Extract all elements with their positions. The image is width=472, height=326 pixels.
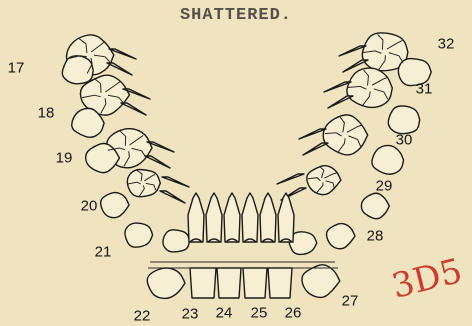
upper-left-root xyxy=(160,191,185,203)
upper-right-root xyxy=(303,143,328,155)
tooth-number-24: 24 xyxy=(216,305,233,322)
upper-incisor xyxy=(188,193,204,242)
upper-right-crown xyxy=(323,115,368,155)
lower-right-crown xyxy=(326,224,355,249)
upper-incisor xyxy=(224,193,240,242)
upper-left-root xyxy=(121,103,146,115)
upper-right-root xyxy=(328,96,353,108)
tooth-number-29: 29 xyxy=(376,178,393,195)
upper-right-root xyxy=(277,174,304,184)
upper-incisor xyxy=(260,193,276,242)
chart-title: SHATTERED. xyxy=(0,6,472,25)
bottom-incisor xyxy=(243,268,267,298)
tooth-number-32: 32 xyxy=(438,36,455,53)
bottom-incisor xyxy=(268,268,292,298)
lower-right-crown xyxy=(372,145,404,174)
tooth-number-21: 21 xyxy=(95,244,112,261)
tooth-number-18: 18 xyxy=(38,105,55,122)
lower-right-crown xyxy=(361,193,389,218)
tooth-number-17: 17 xyxy=(8,60,25,77)
upper-left-root xyxy=(162,177,189,187)
tooth-number-28: 28 xyxy=(367,228,384,245)
tooth-number-20: 20 xyxy=(81,198,98,215)
tooth-number-23: 23 xyxy=(182,306,199,323)
bottom-incisor xyxy=(190,268,216,298)
lower-left-crown xyxy=(101,193,129,218)
upper-right-root xyxy=(299,129,326,139)
lower-left-crown xyxy=(163,230,190,252)
upper-incisor xyxy=(206,193,222,242)
upper-incisor xyxy=(242,193,258,242)
lower-right-crown xyxy=(388,106,419,134)
tooth-number-30: 30 xyxy=(396,132,413,149)
tooth-number-22: 22 xyxy=(134,308,151,325)
upper-left-root xyxy=(107,63,132,75)
bottom-molar xyxy=(147,268,185,298)
tooth-number-26: 26 xyxy=(285,305,302,322)
upper-right-crown xyxy=(347,68,392,107)
upper-left-root xyxy=(145,156,170,168)
bottom-molar xyxy=(302,265,340,298)
tooth-number-27: 27 xyxy=(342,293,359,310)
tooth-number-25: 25 xyxy=(251,305,268,322)
tooth-number-19: 19 xyxy=(56,150,73,167)
tooth-number-31: 31 xyxy=(416,81,433,98)
bottom-incisor xyxy=(217,268,241,298)
lower-left-crown xyxy=(125,223,153,247)
